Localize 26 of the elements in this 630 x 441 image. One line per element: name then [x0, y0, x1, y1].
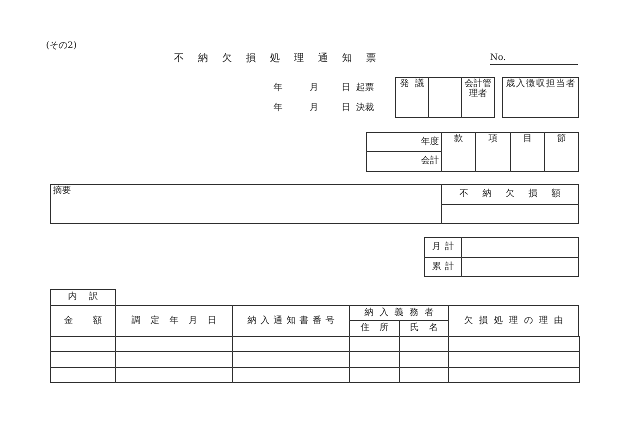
column-header: 欠損処理の理由: [448, 305, 579, 337]
row-header: 月計: [424, 237, 462, 258]
column-header: 項: [475, 132, 511, 172]
row-header: 年度: [366, 132, 442, 152]
form-title: 不納欠損処理通知票: [173, 52, 390, 66]
date-label: 月: [308, 102, 320, 114]
date-label: 日: [340, 102, 352, 114]
column-header: 款: [441, 132, 476, 172]
sheet-number: (その2): [46, 40, 78, 52]
column-header: 目: [510, 132, 545, 172]
date-label: 日: [340, 82, 352, 94]
column-header: 不納欠損額: [441, 184, 579, 205]
date-label: 月: [308, 82, 320, 94]
column-header: 発議: [395, 77, 429, 118]
row-header: 会計: [366, 151, 442, 172]
column-header: 節: [544, 132, 579, 172]
form-label: 起票: [356, 82, 375, 94]
table-heading: 内訳: [50, 289, 116, 306]
row-header: 累計: [424, 257, 462, 277]
column-header: 歳入徴収担当者: [502, 77, 579, 118]
date-label: 年: [272, 102, 284, 114]
summary-field: 摘要: [50, 184, 442, 224]
date-label: 年: [272, 82, 284, 94]
column-header: 会計管理者: [461, 77, 495, 118]
form-label: 決裁: [356, 102, 375, 114]
number-field: No.: [490, 52, 578, 65]
